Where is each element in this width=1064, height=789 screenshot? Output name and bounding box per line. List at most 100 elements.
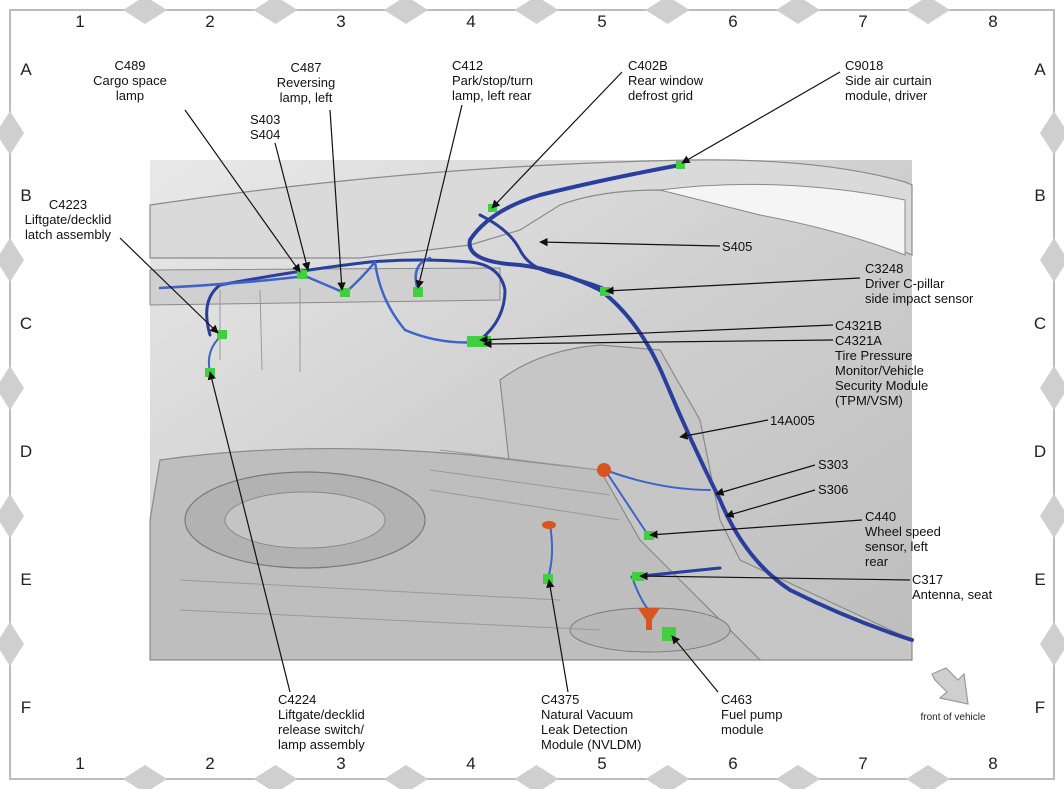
- grid-row-left-C: C: [19, 314, 33, 333]
- grid-row-right-C: C: [1033, 314, 1047, 333]
- harness-deck-2: [158, 260, 482, 344]
- callout-description-line: Module (NVLDM): [541, 737, 642, 752]
- grid-column-bottom-1: 1: [75, 754, 85, 773]
- grid-column-bottom-8: 8: [988, 754, 998, 773]
- grid-row-right-E: E: [1034, 570, 1046, 589]
- callout-code: C4223: [48, 197, 88, 212]
- grid-column-top-6: 6: [728, 12, 738, 31]
- connector-c4223: [217, 330, 227, 339]
- callout-description-line: Reversing: [276, 75, 336, 90]
- grommet-nvldm: [542, 521, 556, 529]
- vehicle-body-illustration: [149, 159, 913, 661]
- callout-code: C489: [114, 58, 146, 73]
- harness-upper: [478, 213, 612, 294]
- grommet-wheel: [597, 463, 611, 477]
- grid-column-top-5: 5: [597, 12, 607, 31]
- callout-description-line: lamp, left: [279, 90, 333, 105]
- callout-description-line: (TPM/VSM): [835, 393, 903, 408]
- callout-description-line: Liftgate/decklid: [24, 212, 112, 227]
- callout-code: 14A005: [770, 413, 815, 428]
- arrow-down-right-icon: [931, 667, 969, 705]
- callout-description-line: rear: [865, 554, 889, 569]
- callout-s303: S303: [818, 457, 848, 472]
- callout-description-line: Leak Detection: [541, 722, 628, 737]
- connector-c412: [413, 287, 423, 297]
- callout-description-line: Side air curtain: [845, 73, 932, 88]
- grid-column-top-8: 8: [988, 12, 998, 31]
- callout-description-line: Liftgate/decklid: [278, 707, 365, 722]
- callout-code: C402B: [628, 58, 668, 73]
- grid-row-left-F: F: [20, 698, 32, 717]
- callout-description-line: lamp, left rear: [452, 88, 532, 103]
- harness-main: [467, 163, 914, 642]
- grid-column-top-1: 1: [75, 12, 85, 31]
- callout-s306: S306: [818, 482, 848, 497]
- callout-code: C487: [290, 60, 322, 75]
- callout-description-line: module: [721, 722, 764, 737]
- grid-column-bottom-7: 7: [858, 754, 868, 773]
- connector-c487: [340, 288, 350, 297]
- callout-description-line: Park/stop/turn: [452, 73, 533, 88]
- callout-description-line: Wheel speed: [865, 524, 941, 539]
- callout-description-line: lamp: [115, 88, 145, 103]
- connector-c4321: [467, 336, 491, 347]
- callout-code: C3248: [865, 261, 904, 276]
- callout-description-line: release switch/: [278, 722, 364, 737]
- callout-code: C440: [865, 509, 897, 524]
- grid-column-bottom-6: 6: [728, 754, 738, 773]
- callout-description-line: Driver C-pillar: [865, 276, 945, 291]
- grid-row-left-A: A: [20, 60, 32, 79]
- callout-code: S306: [818, 482, 849, 497]
- connector-c317: [632, 572, 644, 581]
- grid-row-right-D: D: [1033, 442, 1047, 461]
- callout-description-line: Tire Pressure: [835, 348, 913, 363]
- wiring-harness: [158, 163, 914, 642]
- callout-description-line: module, driver: [845, 88, 928, 103]
- callout-description-line: Security Module: [835, 378, 929, 393]
- grid-row-left-D: D: [19, 442, 33, 461]
- connector-c9018: [676, 161, 685, 169]
- callout-description-line: Monitor/Vehicle: [835, 363, 924, 378]
- callout-description-line: Fuel pump: [721, 707, 783, 722]
- callout-description-line: Antenna, seat: [912, 587, 993, 602]
- connector-c3248: [600, 287, 610, 296]
- callout-description-line: S404: [250, 127, 281, 142]
- connectors: [205, 161, 685, 641]
- grid-column-top-4: 4: [466, 12, 476, 31]
- callout-s405: S405: [722, 239, 752, 254]
- callout-description-line: C4321A: [835, 333, 882, 348]
- callout-code: C463: [721, 692, 753, 707]
- grid-row-right-B: B: [1034, 186, 1046, 205]
- harness-wheel: [604, 469, 711, 536]
- callout-description-line: Rear window: [628, 73, 704, 88]
- callout-description-line: Cargo space: [93, 73, 167, 88]
- grid-row-left-E: E: [20, 570, 32, 589]
- callout-description-line: side impact sensor: [865, 291, 974, 306]
- callout-w14a005: 14A005: [770, 413, 815, 428]
- grid-row-right-A: A: [1034, 60, 1046, 79]
- grommet-fuel-stem: [646, 620, 652, 630]
- callout-description-line: lamp assembly: [278, 737, 365, 752]
- callout-code: S405: [722, 239, 753, 254]
- callout-code: S403: [250, 112, 281, 127]
- callout-code: C4224: [278, 692, 317, 707]
- callout-code: C9018: [845, 58, 884, 73]
- callout-description-line: latch assembly: [25, 227, 111, 242]
- callout-description-line: sensor, left: [865, 539, 928, 554]
- grid-column-bottom-4: 4: [466, 754, 476, 773]
- connector-c4375: [543, 574, 553, 584]
- grid-column-top-2: 2: [205, 12, 215, 31]
